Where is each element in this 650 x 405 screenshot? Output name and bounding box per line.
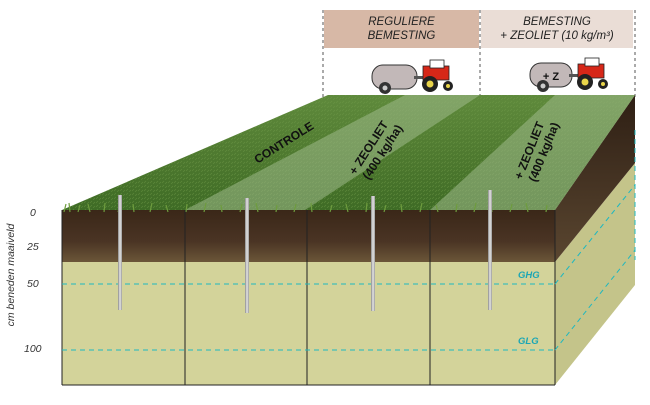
header-zeolite-line1: BEMESTING [523,16,591,28]
tractor-slurry-tank-1 [371,59,453,94]
measuring-pipes [118,190,492,313]
depth-tick-0: 0 [30,207,36,219]
glg-side-line [554,249,636,351]
ghg-label: GHG [518,270,540,281]
depth-tick-100: 100 [24,343,42,355]
header-regular-line2: BEMESTING [367,30,436,42]
front-subsoil [62,262,555,385]
header-regular-fertilization: REGULIERE BEMESTING [324,10,479,48]
tank-zeolite-label: + Z [543,71,559,83]
plot-dividers [61,210,556,386]
tractor-slurry-tank-2: + Z [529,57,608,92]
pipe-4 [488,190,492,310]
block-side-subsoil [555,163,635,385]
header-regular-line1: REGULIERE [368,16,435,28]
pipe-2 [245,198,249,313]
pipe-3 [371,196,375,311]
glg-label: GLG [518,336,539,347]
zeolite-strip-b [430,95,635,210]
depth-axis-label: cm beneden maaiveld [5,222,17,326]
ghg-side-line [554,184,636,285]
header-zeolite-line2: + ZEOLIET (10 kg/m³) [500,30,614,42]
depth-tick-50: 50 [27,278,39,290]
depth-tick-25: 25 [26,241,39,253]
depth-axis: cm beneden maaiveld 0 25 50 100 [5,207,42,355]
header-zeolite-fertilization: BEMESTING + ZEOLIET (10 kg/m³) [481,10,633,48]
zeolite-strip-a [185,95,480,210]
front-topsoil [62,210,555,262]
block-side-topsoil [555,95,635,262]
pipe-1 [118,195,122,310]
header-guides [322,10,636,98]
groundwater-lines [62,130,636,351]
